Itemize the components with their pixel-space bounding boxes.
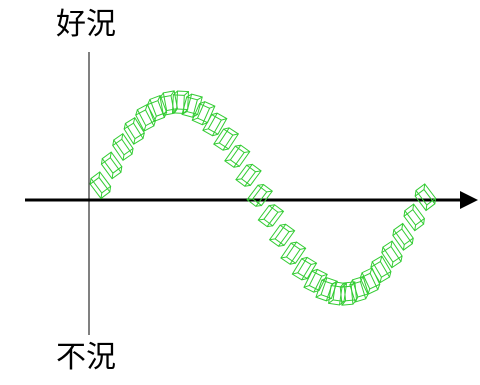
wave-marker-box-icon bbox=[246, 183, 274, 207]
wave-marker-box-icon bbox=[359, 267, 381, 295]
wave-marker-box-icon bbox=[291, 256, 318, 281]
wave-marker-box-icon bbox=[202, 112, 228, 137]
wave-marker-box-icon bbox=[213, 127, 240, 151]
wave-marker-box-icon bbox=[392, 222, 414, 251]
wave-marker-box-icon bbox=[181, 93, 203, 118]
wave-marker-box-icon bbox=[89, 171, 112, 200]
x-axis-arrow-icon bbox=[460, 191, 478, 209]
wave-marker-box-icon bbox=[257, 204, 285, 228]
wave-marker-box-icon bbox=[147, 94, 168, 123]
wave-marker-box-icon bbox=[123, 116, 145, 145]
wave-marker-box-icon bbox=[268, 223, 296, 247]
wave-marker-box-icon bbox=[112, 133, 134, 162]
wave-marker-box-icon bbox=[381, 240, 403, 269]
recession-label: 不況 bbox=[56, 340, 116, 375]
sine-wave-markers bbox=[89, 90, 437, 306]
wave-marker-box-icon bbox=[235, 163, 262, 187]
wave-marker-box-icon bbox=[414, 183, 437, 212]
wave-marker-box-icon bbox=[403, 203, 426, 232]
boom-label: 好況 bbox=[56, 7, 116, 42]
wave-marker-box-icon bbox=[224, 144, 251, 168]
wave-marker-box-icon bbox=[370, 255, 392, 284]
wave-marker-box-icon bbox=[280, 241, 307, 265]
wave-marker-box-icon bbox=[303, 268, 328, 293]
wave-marker-box-icon bbox=[100, 151, 123, 180]
